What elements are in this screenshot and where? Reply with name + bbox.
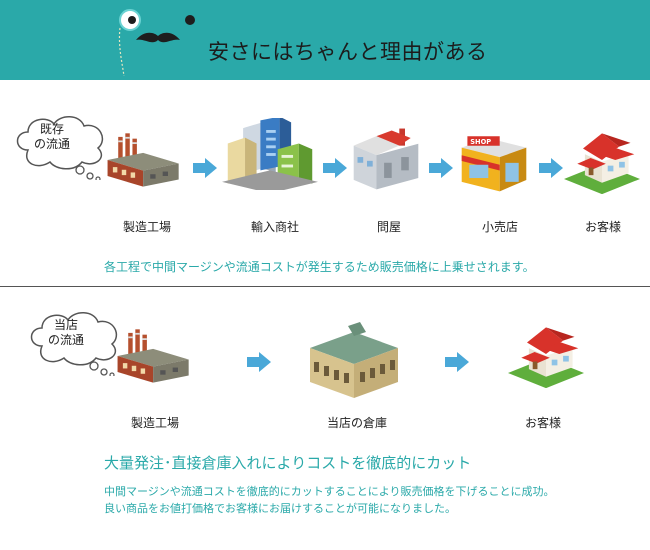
step-label: お客様	[584, 220, 621, 234]
section-divider	[0, 286, 650, 287]
arrow-right-icon	[322, 158, 348, 178]
store-warehouse-icon	[304, 318, 404, 398]
our-flow-label-text: 当店の流通	[47, 318, 84, 347]
factory-icon	[114, 326, 194, 386]
arrow-right-icon	[192, 158, 218, 178]
our-flow-label: 当店の流通	[36, 318, 96, 348]
office-buildings-icon	[222, 118, 318, 190]
description-line-2: 良い商品をお値打価格でお客様にお届けすることが可能になりました。	[104, 502, 456, 515]
factory-icon	[104, 130, 184, 190]
shop-icon	[456, 126, 532, 194]
arrow-right-icon	[246, 352, 272, 372]
page-title: 安さにはちゃんと理由がある	[208, 40, 488, 64]
arrow-right-icon	[444, 352, 470, 372]
step-label: 製造工場	[130, 416, 179, 430]
cost-cut-headline: 大量発注･直接倉庫入れによりコストを徹底的にカット	[104, 454, 472, 472]
header-bar: 安さにはちゃんと理由がある	[0, 0, 650, 80]
warehouse-icon	[348, 124, 424, 192]
arrow-right-icon	[428, 158, 454, 178]
step-label: 輸入商社	[250, 220, 299, 234]
step-label: 小売店	[481, 220, 518, 234]
existing-flow-label-text: 既存の流通	[33, 122, 70, 151]
step-label: お客様	[524, 416, 561, 430]
existing-flow-note: 各工程で中間マージンや流通コストが発生するため販売価格に上乗せされます。	[104, 260, 535, 274]
arrow-right-icon	[538, 158, 564, 178]
description-line-1: 中間マージンや流通コストを徹底的にカットすることにより販売価格を下げることに成功…	[104, 485, 555, 498]
house-icon	[564, 124, 640, 194]
existing-flow-label: 既存の流通	[22, 122, 82, 152]
house-icon	[508, 318, 584, 388]
step-label: 当店の倉庫	[326, 416, 387, 430]
step-label: 問屋	[376, 220, 401, 234]
mustache-mascot-icon	[118, 9, 195, 76]
step-label: 製造工場	[122, 220, 171, 234]
